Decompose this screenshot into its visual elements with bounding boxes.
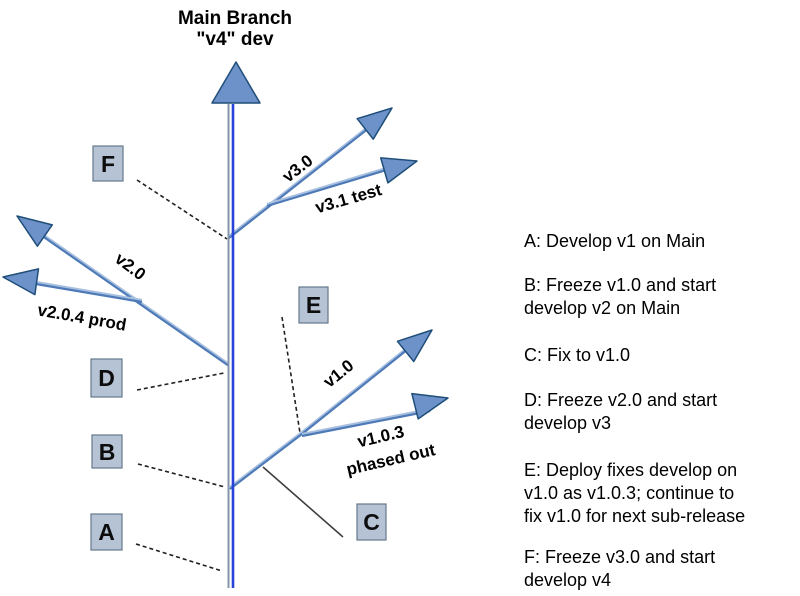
label-v2-0: v2.0	[111, 249, 149, 284]
legend-item-c: C: Fix to v1.0	[524, 345, 631, 365]
marker-box-e: E	[298, 286, 329, 324]
v3-0-arrowhead	[356, 107, 393, 140]
marker-a-connector	[135, 543, 223, 572]
marker-box-f: F	[92, 145, 124, 182]
v1-0-3-branch-line	[301, 407, 431, 438]
v2-0-4-arrowhead	[2, 268, 40, 296]
v1-0-branch-line	[301, 334, 424, 435]
main-branch-title: Main Branch "v4" dev	[177, 8, 293, 50]
marker-box-c: C	[356, 503, 387, 541]
v1-0-arrowhead	[396, 329, 433, 363]
label-v3-1-test: v3.1 test	[313, 180, 384, 217]
v2-0-4-branch-line	[17, 277, 143, 304]
marker-letter-c: C	[363, 509, 380, 535]
legend-item-e: E: Deploy fixes develop on v1.0 as v1.0.…	[524, 460, 746, 526]
marker-letter-a: A	[98, 519, 115, 545]
marker-letter-f: F	[101, 151, 115, 177]
marker-box-a: A	[90, 513, 123, 551]
v3-1-branch-line	[266, 161, 404, 208]
legend-item-d: D: Freeze v2.0 and start develop v3	[524, 390, 718, 433]
legend-item-a: A: Develop v1 on Main	[524, 231, 706, 251]
v3-0-branch-line	[228, 121, 375, 239]
marker-f-connector	[136, 179, 228, 240]
marker-e-connector	[281, 316, 301, 434]
marker-letter-e: E	[306, 292, 321, 318]
label-v1-0-3: v1.0.3	[356, 422, 406, 451]
v1-branch-stem-line	[229, 431, 303, 490]
marker-c-connector	[262, 466, 344, 538]
main-trunk-line	[227, 104, 235, 588]
v1-0-3-arrowhead	[411, 392, 449, 420]
label-v1-0: v1.0	[320, 356, 358, 392]
marker-b-connector	[137, 463, 226, 488]
marker-letter-d: D	[98, 365, 115, 391]
marker-d-connector	[136, 372, 225, 391]
marker-letter-b: B	[99, 439, 116, 465]
v2-0-arrowhead	[16, 215, 54, 247]
marker-box-d: D	[90, 358, 123, 398]
legend-item-f: F: Freeze v3.0 and start develop v4	[524, 547, 716, 590]
main-branch-arrowhead	[211, 61, 261, 104]
v3-1-arrowhead	[379, 157, 418, 184]
label-v2-0-4-prod: v2.0.4 prod	[36, 300, 128, 334]
legend-item-b: B: Freeze v1.0 and start develop v2 on M…	[524, 275, 717, 318]
marker-box-b: B	[91, 434, 123, 469]
